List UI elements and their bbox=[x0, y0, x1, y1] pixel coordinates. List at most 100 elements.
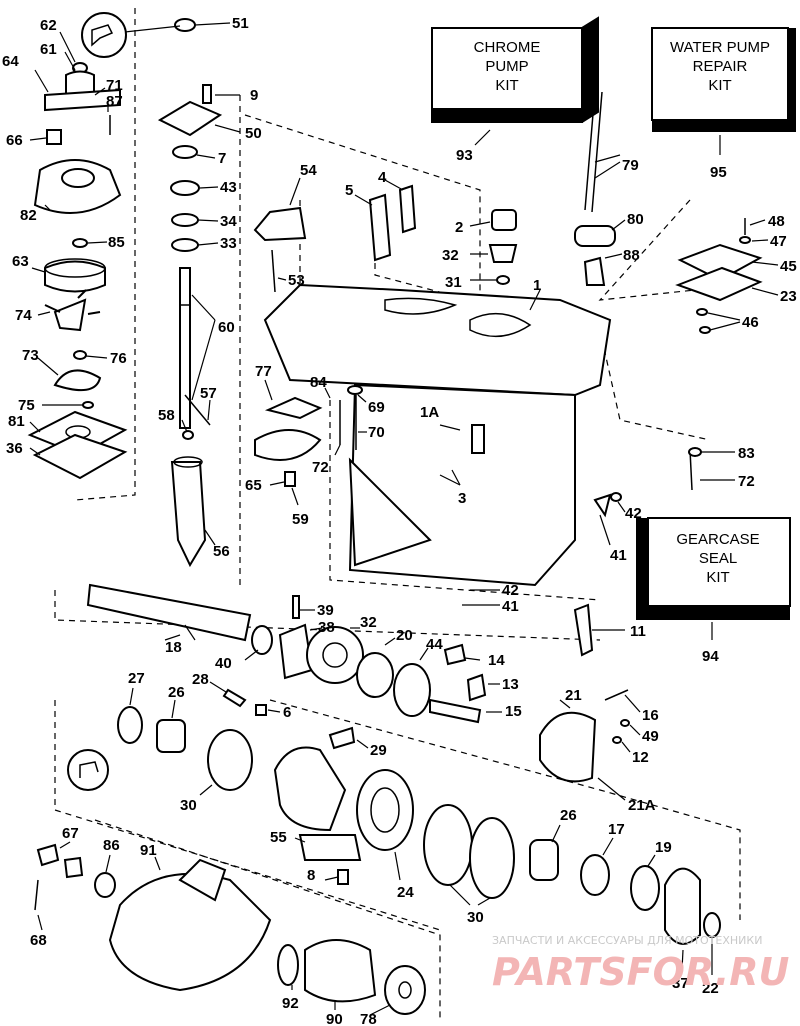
part-51 bbox=[174, 18, 196, 32]
part-86 bbox=[94, 872, 116, 898]
label-23: 23 bbox=[780, 288, 797, 305]
kit-gearcase-line-1: GEARCASE bbox=[676, 531, 759, 548]
shift-rod-11 bbox=[573, 603, 594, 657]
label-21: 21 bbox=[565, 687, 582, 704]
label-87: 87 bbox=[106, 93, 123, 110]
label-46: 46 bbox=[742, 314, 759, 331]
label-51: 51 bbox=[232, 15, 249, 32]
label-60: 60 bbox=[218, 319, 235, 336]
propeller-shaft-18 bbox=[86, 583, 252, 642]
washer-69 bbox=[347, 385, 363, 395]
label-58: 58 bbox=[158, 407, 175, 424]
part-67 bbox=[36, 843, 60, 867]
kit-water-pump-line-2: REPAIR bbox=[693, 58, 748, 75]
bearing-housing-24 bbox=[273, 746, 347, 832]
label-77: 77 bbox=[255, 363, 272, 380]
label-44: 44 bbox=[426, 636, 443, 653]
label-50: 50 bbox=[245, 125, 262, 142]
kit-chrome-pump-line-2: PUMP bbox=[485, 58, 528, 75]
part-76 bbox=[73, 350, 87, 360]
label-37: 37 bbox=[672, 975, 689, 992]
gear-37 bbox=[664, 867, 701, 945]
seal-detail-inset-2 bbox=[67, 749, 109, 791]
pin-16 bbox=[604, 689, 629, 701]
bearing-housing-50 bbox=[157, 100, 223, 137]
label-31: 31 bbox=[445, 274, 462, 291]
pin-57 bbox=[184, 394, 211, 426]
part-42 bbox=[610, 492, 622, 502]
label-76: 76 bbox=[110, 350, 127, 367]
label-1A: 1A bbox=[420, 404, 439, 421]
label-3: 3 bbox=[458, 490, 466, 507]
label-86: 86 bbox=[103, 837, 120, 854]
housing-flange bbox=[356, 769, 414, 851]
pump-cover-plate bbox=[44, 88, 121, 112]
propshaft-gear-assembly bbox=[86, 583, 630, 783]
gasket-23 bbox=[675, 266, 763, 302]
water-pump-assembly bbox=[27, 12, 196, 480]
label-45: 45 bbox=[780, 258, 797, 275]
part-20 bbox=[356, 652, 394, 698]
label-20: 20 bbox=[396, 627, 413, 644]
part-12 bbox=[612, 736, 622, 744]
part-83 bbox=[688, 447, 702, 457]
part-7 bbox=[172, 145, 198, 159]
label-68: 68 bbox=[30, 932, 47, 949]
label-66: 66 bbox=[6, 132, 23, 149]
part-66 bbox=[46, 129, 62, 145]
label-19: 19 bbox=[655, 839, 672, 856]
thrust-hub-90 bbox=[304, 939, 377, 1003]
label-12: 12 bbox=[632, 749, 649, 766]
label-71: 71 bbox=[106, 77, 123, 94]
gearcase-housing bbox=[253, 184, 612, 587]
part-49 bbox=[620, 719, 630, 727]
label-84: 84 bbox=[310, 374, 327, 391]
plate-59 bbox=[254, 429, 322, 461]
label-91: 91 bbox=[140, 842, 157, 859]
label-32a: 32 bbox=[442, 247, 459, 264]
part-6 bbox=[255, 704, 267, 716]
pinion-shaft-56 bbox=[170, 461, 207, 568]
label-64: 64 bbox=[2, 53, 19, 70]
label-18: 18 bbox=[165, 639, 182, 656]
label-11: 11 bbox=[630, 623, 646, 640]
label-39: 39 bbox=[317, 602, 334, 619]
kit-water-pump-line-3: KIT bbox=[708, 77, 731, 94]
kit-water-pump-line-1: WATER PUMP bbox=[670, 39, 770, 56]
label-26a: 26 bbox=[168, 684, 185, 701]
label-26b: 26 bbox=[560, 807, 577, 824]
kit-gearcase-seal: GEARCASE SEAL KIT 94 bbox=[636, 517, 791, 665]
label-54: 54 bbox=[300, 162, 317, 179]
plate-77 bbox=[264, 396, 323, 420]
label-88: 88 bbox=[623, 247, 640, 264]
kit-water-pump-number: 95 bbox=[710, 164, 727, 181]
label-40: 40 bbox=[215, 655, 232, 672]
part-44 bbox=[393, 663, 431, 717]
o-ring-30a bbox=[207, 729, 253, 791]
label-9: 9 bbox=[250, 87, 258, 104]
label-17: 17 bbox=[608, 821, 625, 838]
part-14 bbox=[443, 643, 467, 666]
kit-chrome-pump-line-3: KIT bbox=[495, 77, 518, 94]
washer-47 bbox=[739, 236, 751, 244]
label-72a: 72 bbox=[312, 459, 329, 476]
bearing-26 bbox=[156, 719, 186, 753]
label-5: 5 bbox=[345, 182, 353, 199]
gasket-36 bbox=[32, 433, 128, 480]
label-59: 59 bbox=[292, 511, 309, 528]
gear-32b bbox=[306, 626, 364, 684]
gear-32 bbox=[488, 244, 518, 263]
label-6: 6 bbox=[283, 704, 291, 721]
label-49: 49 bbox=[642, 728, 659, 745]
part-43 bbox=[170, 180, 200, 196]
kit-gearcase-line-3: KIT bbox=[706, 569, 729, 586]
label-4: 4 bbox=[378, 169, 387, 186]
bearing-80 bbox=[574, 225, 616, 247]
label-29: 29 bbox=[370, 742, 387, 759]
label-55: 55 bbox=[270, 829, 287, 846]
part-28 bbox=[222, 688, 247, 708]
kit-water-pump-repair: WATER PUMP REPAIR KIT 95 bbox=[651, 27, 796, 181]
part-17 bbox=[580, 854, 610, 896]
label-63: 63 bbox=[12, 253, 29, 270]
